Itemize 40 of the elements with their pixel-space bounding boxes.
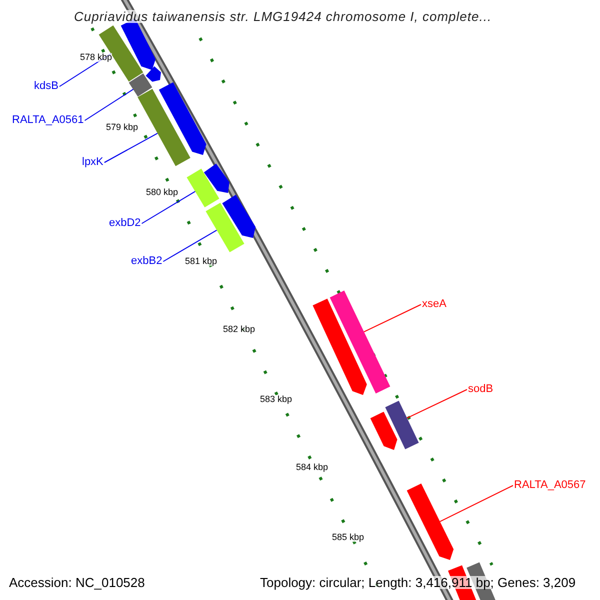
- tick-label: 585 kbp: [332, 533, 364, 542]
- leader-line: [104, 132, 158, 163]
- gene-bar: [406, 484, 454, 560]
- tick-label: 578 kbp: [80, 53, 112, 62]
- gene-bar: [138, 88, 190, 166]
- tick-label: 583 kbp: [260, 395, 292, 404]
- tick-label: 582 kbp: [223, 325, 256, 334]
- gene-label: RALTA_A0561: [12, 115, 84, 126]
- leader-line: [406, 389, 468, 419]
- gene-bar: [98, 25, 144, 82]
- leader-line: [364, 304, 422, 332]
- leader-line: [162, 230, 218, 262]
- topology-text: Topology: circular; Length: 3,416,911 bp; Genes: 3,209: [260, 576, 576, 589]
- tick-label: 580 kbp: [146, 188, 178, 197]
- gene-label: kdsB: [34, 81, 58, 92]
- leader-line: [141, 190, 196, 224]
- tick-label: 579 kbp: [106, 123, 138, 132]
- gene-bar: [158, 82, 206, 155]
- gene-bar: [312, 298, 367, 395]
- gene-label: lpxK: [82, 157, 104, 168]
- gene-label: exbD2: [109, 218, 141, 229]
- gene-bar: [330, 290, 390, 394]
- gene-label: xseA: [422, 299, 446, 310]
- gene-bar: [186, 168, 220, 208]
- leader-line: [439, 485, 514, 522]
- title: Cupriavidus taiwanensis str. LMG19424 chromosome I, complete...: [74, 10, 492, 23]
- gene-bar: [370, 412, 398, 450]
- gene-bar: [206, 202, 244, 252]
- tick-label: 581 kbp: [185, 257, 218, 266]
- gene-label: exbB2: [131, 256, 162, 267]
- accession-text: Accession: NC_010528: [9, 576, 145, 589]
- gene-label: sodB: [468, 384, 494, 395]
- tick-label: 584 kbp: [296, 463, 328, 472]
- gene-bar: [385, 400, 419, 450]
- gene-bar: [204, 164, 230, 193]
- gene-bar: [128, 73, 152, 97]
- gene-label: RALTA_A0567: [514, 480, 586, 491]
- leader-line: [84, 88, 134, 121]
- gene-bar: [146, 66, 161, 82]
- gene-bar: [222, 194, 256, 238]
